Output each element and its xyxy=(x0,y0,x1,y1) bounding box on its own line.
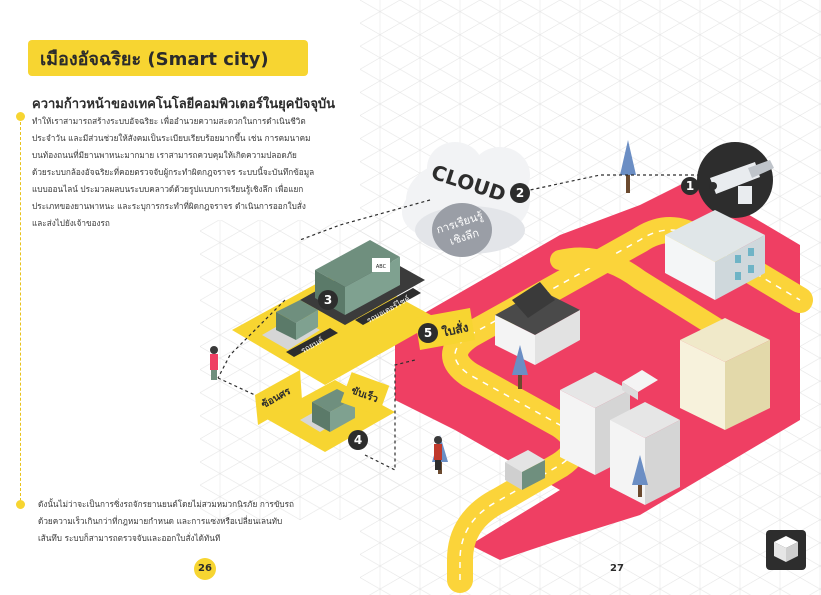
intro-line: ประจำวัน และมีส่วนช่วยให้สังคมเป็นระเบีย… xyxy=(32,133,311,143)
ticket-label: ใบสั่ง xyxy=(440,318,470,339)
apartment-building-top xyxy=(665,210,765,300)
page-title: เมืองอัจฉริยะ (Smart city) xyxy=(28,40,308,76)
step-4-badge: 4 xyxy=(348,430,368,450)
yellow-road-branch xyxy=(550,247,730,340)
camera-badge xyxy=(697,142,774,218)
flow-connectors xyxy=(217,174,700,471)
step-5-badge: 5 xyxy=(418,323,438,343)
white-car xyxy=(622,370,658,400)
bullet-dot xyxy=(16,500,25,509)
timeline-dashed-line xyxy=(20,122,21,506)
page-number-left: 26 xyxy=(194,558,216,580)
intro-line: และส่งไปยังเจ้าของรถ xyxy=(32,218,110,228)
outro-line: เส้นทึบ ระบบก็สามารถตรวจจับและออกใบสั่งไ… xyxy=(38,533,221,543)
deep-learning-badge: การเรียนรู้ เชิงลึก xyxy=(432,203,492,257)
tag-speeding: ขับเร็ว xyxy=(340,372,390,416)
truck xyxy=(505,450,545,490)
license-plate-tag xyxy=(372,258,390,272)
svg-text:2: 2 xyxy=(516,186,524,200)
tall-building-right xyxy=(680,318,770,430)
step-2-badge: 2 xyxy=(510,183,530,203)
intro-line: ประเภทของยานพาหนะ และระบุการกระทำที่ผิดก… xyxy=(32,201,306,211)
house xyxy=(495,282,580,365)
page-number-right: 27 xyxy=(610,563,624,574)
svg-text:5: 5 xyxy=(424,326,432,340)
license-plate-text: ABC xyxy=(376,264,387,270)
office-building-right xyxy=(610,402,680,505)
svg-text:1: 1 xyxy=(686,179,694,193)
intro-line: ด้วยระบบกล้องอัจฉริยะที่คอยตรวจจับผู้กระ… xyxy=(32,167,315,177)
person-figure xyxy=(210,346,218,380)
step-3-badge: 3 xyxy=(318,290,338,310)
svg-text:4: 4 xyxy=(354,433,362,447)
step-badges: 1 2 3 4 5 xyxy=(318,177,699,450)
intro-line: บนท้องถนนที่มียานพาหนะมากมาย เราสามารถคว… xyxy=(32,150,297,160)
intro-line: ทำให้เราสามารถสร้างระบบอัจฉริยะ เพื่ออำน… xyxy=(32,116,306,126)
intro-paragraph: ทำให้เราสามารถสร้างระบบอัจฉริยะ เพื่ออำน… xyxy=(32,113,332,232)
publisher-logo xyxy=(766,530,806,570)
step-1-badge: 1 xyxy=(681,177,699,195)
outro-line: ด้วยความเร็วเกินกว่าที่กฎหมายกำหนด และกา… xyxy=(38,516,283,526)
section-subtitle: ความก้าวหน้าของเทคโนโลยีคอมพิวเตอร์ในยุค… xyxy=(32,97,336,112)
svg-text:3: 3 xyxy=(324,293,332,307)
intro-line: แบบออนไลน์ ประมวลผลบนระบบคลาวด์ด้วยรูปแบ… xyxy=(32,184,304,194)
outro-line: ดังนั้นไม่ว่าจะเป็นการซิ่งรถจักรยานยนต์โ… xyxy=(38,499,294,509)
bullet-dot xyxy=(16,112,25,121)
person-figure xyxy=(434,436,442,470)
outro-paragraph: ดังนั้นไม่ว่าจะเป็นการซิ่งรถจักรยานยนต์โ… xyxy=(38,496,318,547)
box-logo-icon xyxy=(774,536,798,562)
